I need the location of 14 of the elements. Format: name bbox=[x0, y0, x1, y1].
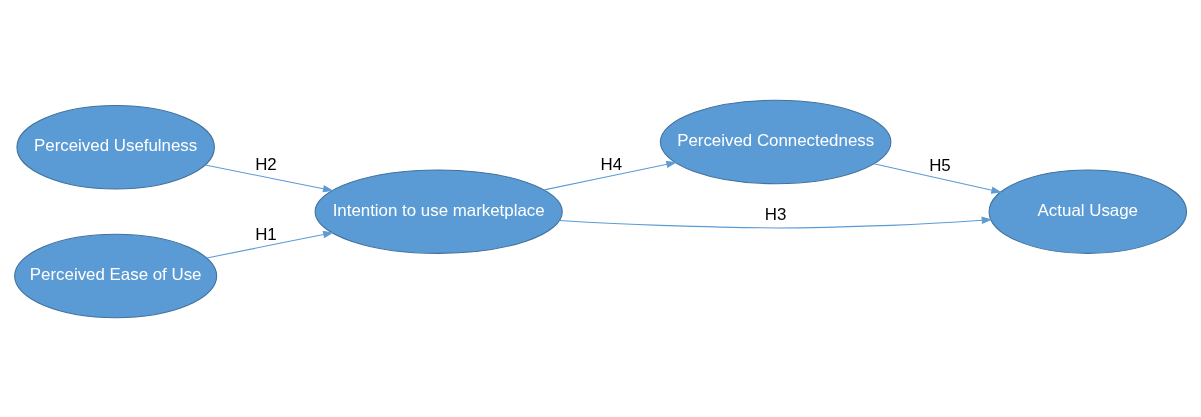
edge-label: H5 bbox=[929, 155, 951, 175]
arrow bbox=[543, 160, 677, 190]
edge-label: H1 bbox=[255, 224, 277, 244]
edge-label: H2 bbox=[255, 154, 277, 174]
node-ellipse: Perceived Usefulness bbox=[16, 104, 215, 189]
node-ellipse: Intention to use marketplace bbox=[314, 168, 563, 254]
node-ellipse: Perceived Ease of Use bbox=[14, 233, 218, 318]
edge-label: H4 bbox=[600, 154, 623, 174]
edge-label: H3 bbox=[764, 204, 787, 224]
arrow bbox=[204, 163, 334, 192]
node-ellipse: Perceived Connectedness bbox=[659, 99, 892, 184]
arrow bbox=[206, 230, 334, 258]
arrow bbox=[559, 216, 993, 228]
arrow bbox=[873, 162, 1002, 194]
